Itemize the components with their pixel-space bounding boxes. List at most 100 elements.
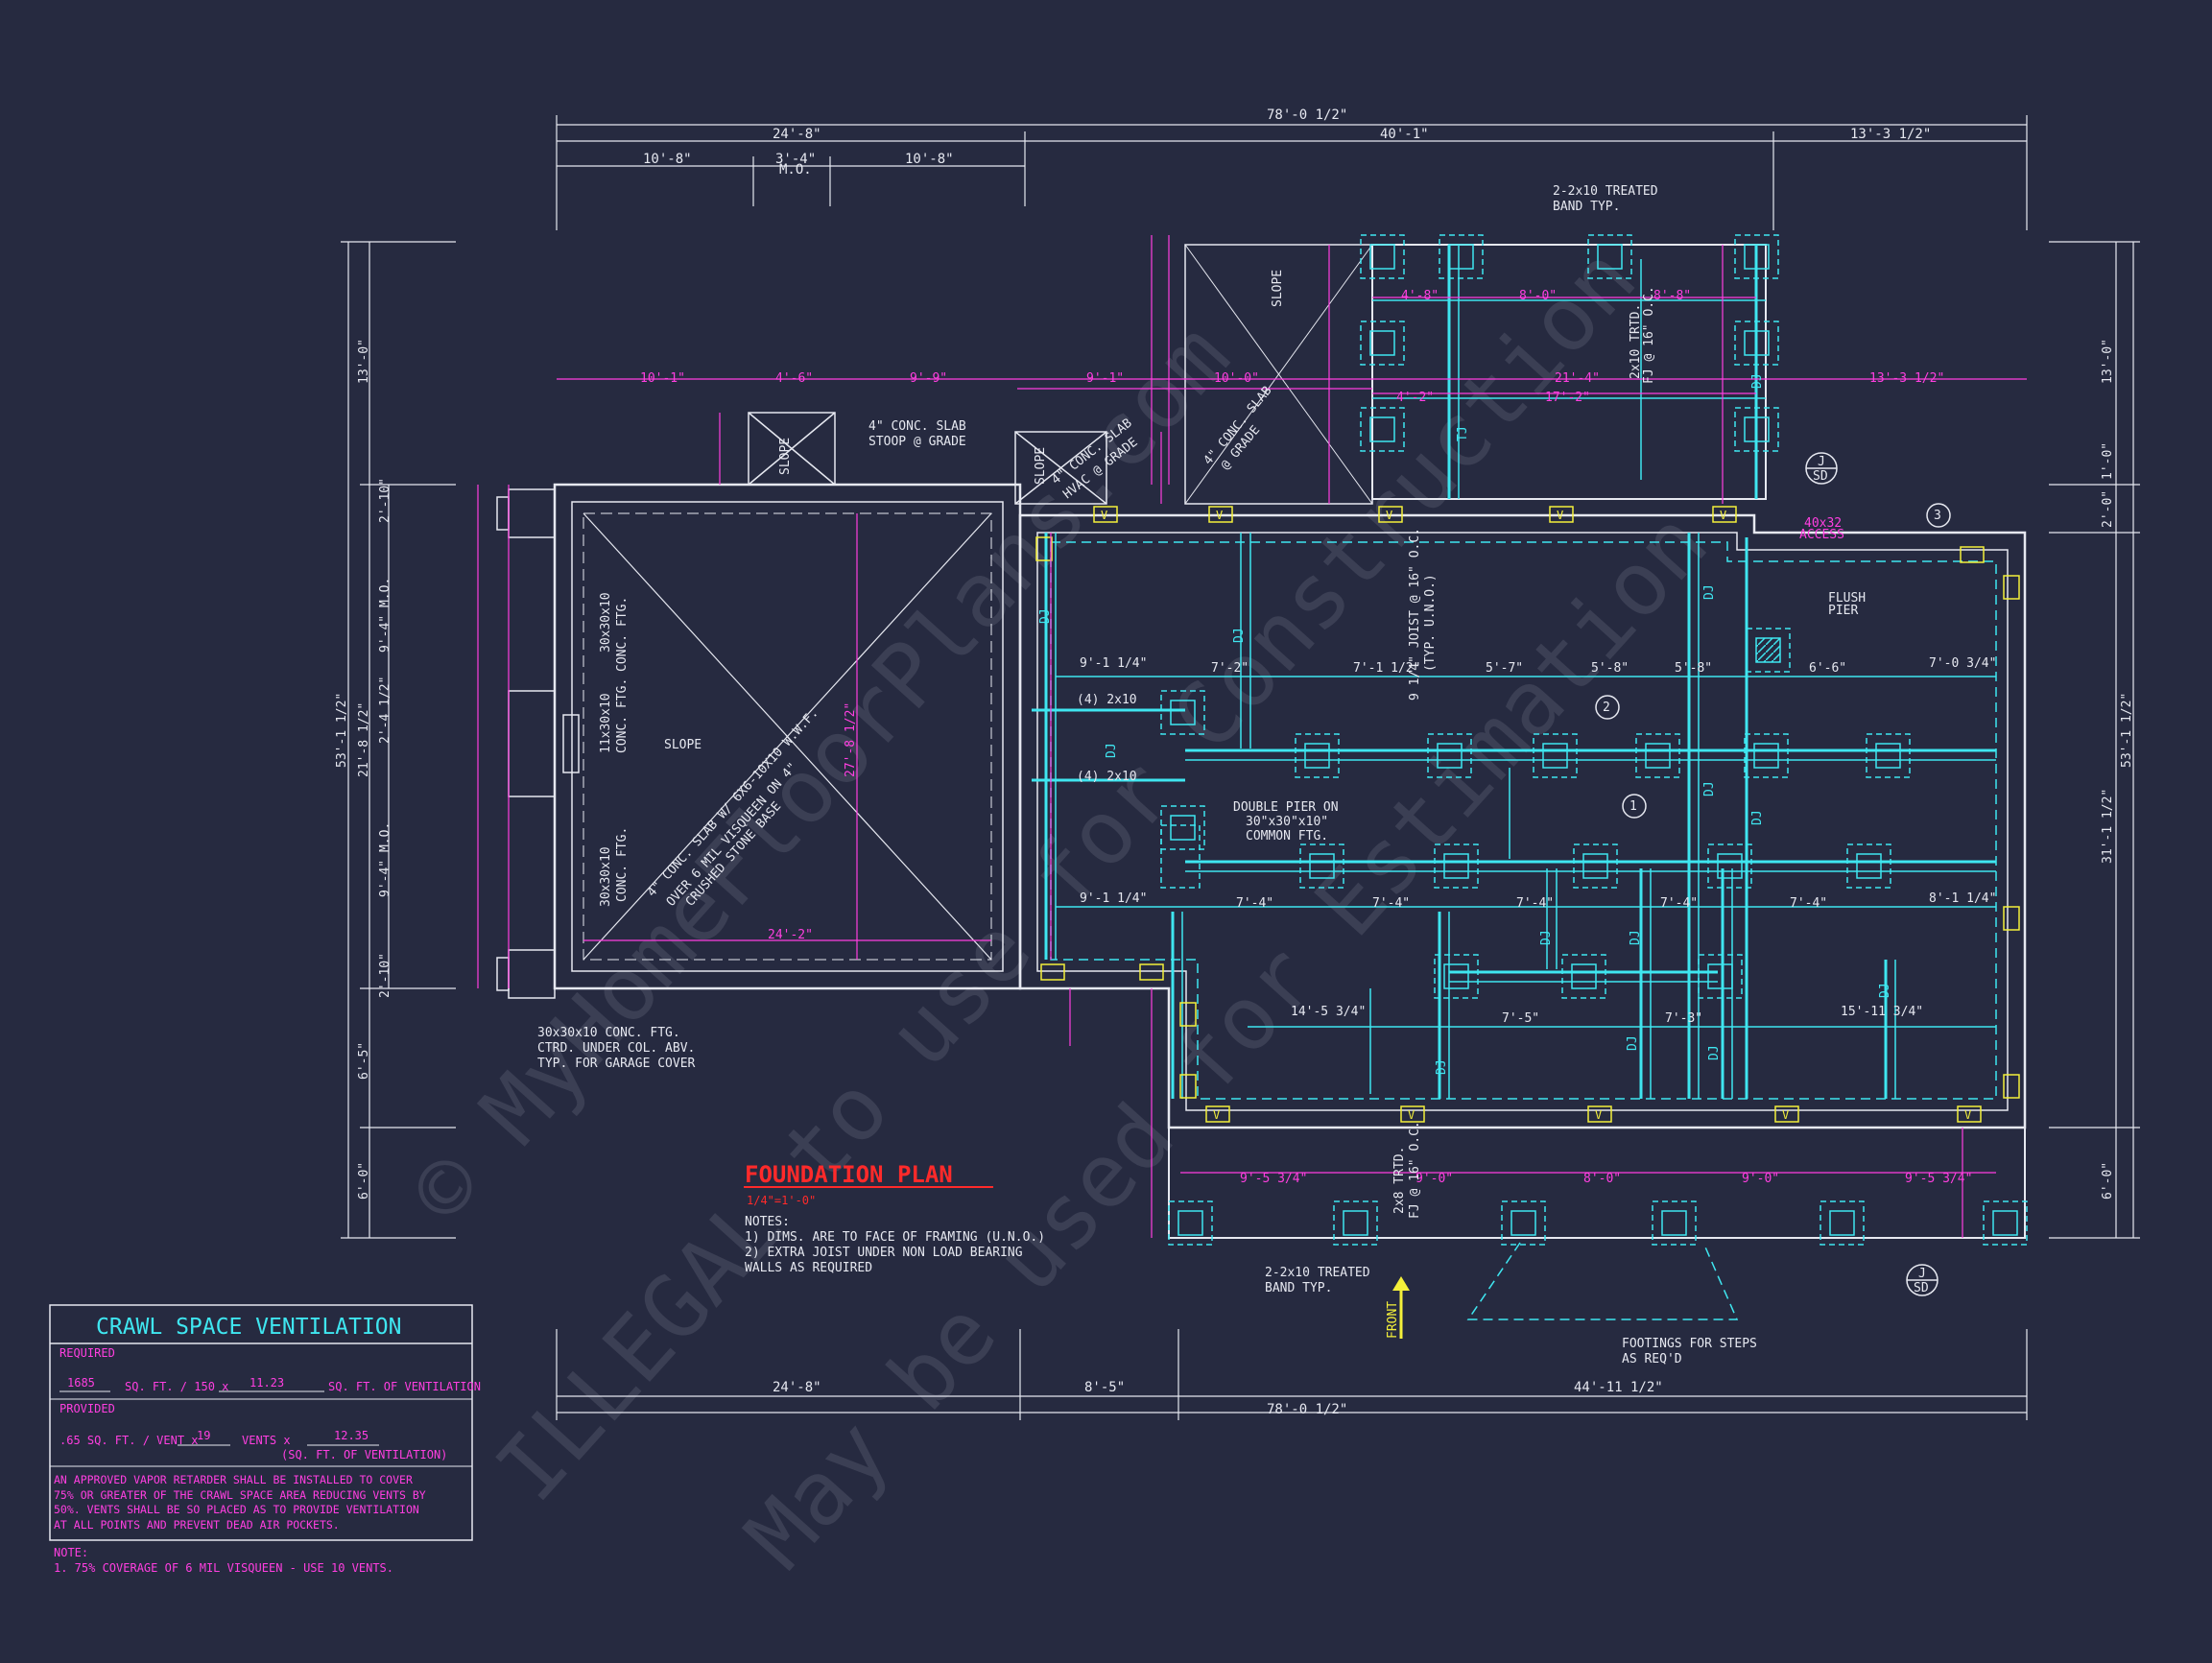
dim-garage-left: 10'-8"	[643, 152, 692, 167]
dim-overall-top: 78'-0 1/2"	[1267, 107, 1347, 123]
vent-label: V	[1408, 1108, 1415, 1122]
front-porch-slab	[1168, 1128, 2026, 1320]
label-slope-porch: SLOPE	[1271, 270, 1285, 307]
dim-upper-5: 10'-0"	[1214, 371, 1259, 386]
label-col-ftg-3: TYP. FOR GARAGE COVER	[537, 1057, 696, 1071]
watermark-line-2: ILLEGAL to use for Construction	[477, 227, 1655, 1521]
label-slope-stoop: SLOPE	[778, 438, 793, 475]
ventilation-required-text2: SQ. FT. OF VENTILATION	[328, 1380, 481, 1393]
dim-porch-4: 4'-2"	[1396, 391, 1434, 405]
dim-left-c: 2'-4 1/2"	[378, 677, 392, 744]
dim-upper-3: 9'-9"	[910, 371, 947, 386]
label-trtd-front: 2x8 TRTD.	[1392, 1147, 1407, 1214]
dim-row2-d: 7'-4"	[1516, 896, 1554, 911]
dim-row2-e: 7'-4"	[1660, 896, 1698, 911]
label-band-bottom: 2-2x10 TREATED	[1265, 1266, 1370, 1280]
label-ftg-1b: CONC. FTG.	[615, 597, 630, 672]
dim-row2-b: 7'-4"	[1236, 896, 1273, 911]
plan-title: FOUNDATION PLAN	[745, 1161, 953, 1188]
dim-porch-3: 8'-8"	[1653, 289, 1691, 303]
stoop-and-hvac-pads	[748, 412, 1107, 505]
dim-pier-spacing-2: 9'-0"	[1415, 1172, 1453, 1186]
dim-pier-spacing-3: 8'-0"	[1583, 1172, 1621, 1186]
label-band-top: 2-2x10 TREATED	[1553, 184, 1658, 199]
label-dj-2: DJ	[1232, 628, 1247, 643]
label-stoop: 4" CONC. SLAB	[868, 419, 966, 434]
label-ftg-3: 30x30x10	[599, 846, 613, 907]
ventilation-provided-label: PROVIDED	[59, 1402, 115, 1415]
ventilation-required-text1: SQ. FT. / 150 x	[125, 1380, 228, 1393]
detail-tags	[1595, 452, 1951, 1296]
label-slope-garage: SLOPE	[664, 738, 702, 752]
crawl-vents	[1035, 506, 2020, 1123]
label-ftg-2b: CONC. FTG.	[615, 678, 630, 753]
top-dimension-labels: 78'-0 1/2" 24'-8" 40'-1" 13'-3 1/2" 10'-…	[643, 107, 1931, 178]
ventilation-req-line-3: 50%. VENTS SHALL BE SO PLACED AS TO PROV…	[54, 1503, 419, 1516]
label-dj-11: DJ	[1707, 1045, 1722, 1060]
label-dj-9: DJ	[1435, 1059, 1449, 1075]
label-trtd-front-2: FJ @ 16" O.C.	[1408, 1121, 1422, 1219]
label-dj-13: DJ	[1750, 373, 1765, 389]
dim-garage-width: 24'-2"	[768, 928, 813, 942]
front-arrow-icon	[1392, 1276, 1410, 1339]
label-detail-j-2: J	[1918, 1267, 1926, 1281]
dim-left-top: 13'-0"	[357, 339, 371, 384]
dim-row2-a: 9'-1 1/4"	[1080, 891, 1147, 906]
dim-bottom-overall: 78'-0 1/2"	[1267, 1402, 1347, 1417]
dim-left-d: 9'-4" M.O.	[378, 822, 392, 897]
dim-garage-right: 10'-8"	[905, 152, 954, 167]
label-4x2x10-b: (4) 2x10	[1077, 770, 1137, 784]
label-dj-1: DJ	[1038, 608, 1053, 624]
label-detail-sd-2: SD	[1914, 1281, 1929, 1295]
label-dj-5: DJ	[1702, 781, 1717, 796]
porch-pier-dimension-labels: 9'-5 3/4" 9'-0" 8'-0" 9'-0" 9'-5 3/4"	[1240, 1172, 1972, 1186]
label-stoop-2: STOOP @ GRADE	[868, 435, 966, 449]
label-col-ftg-1: 30x30x10 CONC. FTG.	[537, 1026, 680, 1040]
label-double-pier-2: 30"x30"x10"	[1246, 815, 1328, 829]
vent-label: V	[1101, 509, 1107, 522]
plan-title-block: FOUNDATION PLAN 1/4"=1'-0" NOTES: 1) DIM…	[745, 1161, 1045, 1275]
garage-slab-diagonals	[583, 512, 992, 961]
dim-top-mid: 40'-1"	[1380, 127, 1429, 142]
vent-label: V	[1557, 509, 1563, 522]
vent-label: V	[1216, 509, 1223, 522]
label-trtd-porch-2: FJ @ 16" O.C.	[1642, 286, 1656, 384]
label-flush: FLUSH	[1828, 591, 1866, 606]
pier-footings	[1160, 234, 2028, 1246]
ventilation-required-area: 1685	[67, 1376, 95, 1390]
vent-label: V	[1782, 1108, 1789, 1122]
crawl-space-ventilation-table: CRAWL SPACE VENTILATION REQUIRED 1685 SQ…	[49, 1304, 481, 1575]
label-dj-8: DJ	[1629, 930, 1643, 945]
ventilation-provided-text2: VENTS x	[242, 1434, 291, 1447]
label-dj-3: DJ	[1105, 743, 1119, 758]
dim-right-top: 13'-0"	[2101, 339, 2115, 384]
plan-scale: 1/4"=1'-0"	[747, 1194, 816, 1207]
ventilation-req-line-1: AN APPROVED VAPOR RETARDER SHALL BE INST…	[54, 1473, 413, 1486]
label-dj-12: DJ	[1878, 983, 1892, 998]
label-ftg-2: 11x30x10	[599, 693, 613, 753]
label-joist: 9 1/4" JOIST @ 16" O.C.	[1408, 528, 1422, 701]
label-double-pier: DOUBLE PIER ON	[1233, 800, 1339, 815]
dim-porch-2: 8'-0"	[1519, 289, 1557, 303]
dim-right-overall: 53'-1 1/2"	[2120, 693, 2134, 768]
label-detail-j-1: J	[1818, 455, 1825, 469]
dim-garage-depth: 27'-8 1/2"	[844, 702, 858, 777]
upper-dimension-labels: 10'-1" 4'-6" 9'-9" 9'-1" 10'-0" 21'-4" 1…	[640, 289, 1944, 405]
garage-dimension-labels: 24'-2" 27'-8 1/2"	[768, 702, 858, 942]
rear-porch-outline	[1184, 244, 1767, 505]
ventilation-note-heading: NOTE:	[54, 1546, 88, 1559]
label-tag-1: 1	[1629, 799, 1637, 814]
dim-left-a: 2'-10"	[378, 478, 392, 523]
notes-item-3: WALLS AS REQUIRED	[745, 1261, 872, 1275]
dim-left-e: 2'-10"	[378, 953, 392, 998]
dim-top-right: 13'-3 1/2"	[1850, 127, 1931, 142]
dim-pier-spacing-1: 9'-5 3/4"	[1240, 1172, 1307, 1186]
vent-label: V	[1213, 1108, 1220, 1122]
dim-row2-c: 7'-4"	[1372, 896, 1410, 911]
dim-row3-d: 15'-11 3/4"	[1841, 1005, 1923, 1019]
garage-side-piers	[496, 488, 580, 999]
label-dj-6: DJ	[1750, 810, 1765, 825]
ventilation-req-line-2: 75% OR GREATER OF THE CRAWL SPACE AREA R…	[54, 1488, 426, 1502]
